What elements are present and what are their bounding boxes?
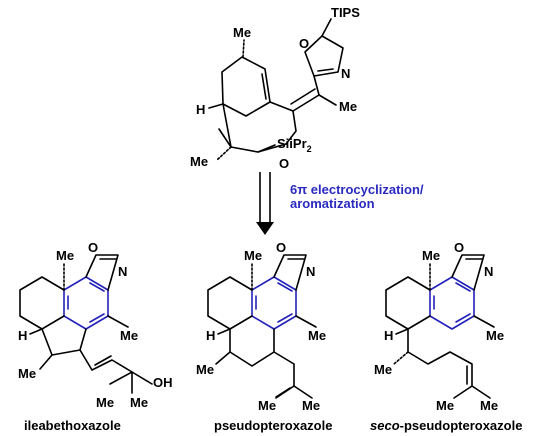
silicon-diisopropyl: SiiPr2 <box>277 136 312 154</box>
p3-name: seco-pseudopteroxazole <box>370 418 522 433</box>
pseudopteroxazole-structure <box>207 254 317 399</box>
p3-oxazole-oxygen: O <box>454 240 464 255</box>
seco-pseudopteroxazole-structure <box>385 254 495 399</box>
p1-methyl-a: Me <box>96 395 114 410</box>
p3-hydrogen: H <box>384 328 393 343</box>
p3-methyl-b: Me <box>480 398 498 413</box>
methyl-vinyl: Me <box>339 99 357 114</box>
p1-methyl-b: Me <box>130 395 148 410</box>
p3-methyl-top: Me <box>422 248 440 263</box>
starting-material-structure <box>208 18 344 161</box>
oxazole-nitrogen: N <box>341 66 350 81</box>
methyl-left: Me <box>190 154 208 169</box>
p2-hydrogen: H <box>206 328 215 343</box>
p1-methyl-left: Me <box>18 366 36 381</box>
p2-methyl-right: Me <box>308 328 326 343</box>
p2-methyl-left: Me <box>196 362 214 377</box>
methyl-top: Me <box>233 25 251 40</box>
oxazole-oxygen: O <box>299 36 309 51</box>
p2-methyl-b: Me <box>302 398 320 413</box>
p3-methyl-left: Me <box>374 362 392 377</box>
p1-hydrogen: H <box>18 328 27 343</box>
conditions-line-2: aromatization <box>290 196 375 211</box>
tips-label: TIPS <box>331 5 360 20</box>
p1-methyl-right: Me <box>120 328 138 343</box>
p1-oxazole-nitrogen: N <box>118 264 127 279</box>
conditions-line-1: 6π electrocyclization/ <box>290 182 424 197</box>
p2-methyl-top: Me <box>244 248 262 263</box>
p1-hydroxyl: OH <box>153 375 173 390</box>
p2-methyl-a: Me <box>258 398 276 413</box>
p2-oxazole-nitrogen: N <box>306 264 315 279</box>
p1-oxazole-oxygen: O <box>88 240 98 255</box>
p3-oxazole-nitrogen: N <box>484 264 493 279</box>
ring-oxygen: O <box>279 156 289 171</box>
hydrogen-label: H <box>196 102 205 117</box>
p2-oxazole-oxygen: O <box>276 240 286 255</box>
ileabethoxazole-structure <box>19 254 153 394</box>
reaction-arrow <box>256 172 274 235</box>
p1-methyl-top: Me <box>56 248 74 263</box>
p2-name: pseudopteroxazole <box>214 418 332 433</box>
p1-name: ileabethoxazole <box>24 418 121 433</box>
p3-methyl-a: Me <box>436 398 454 413</box>
p3-methyl-right: Me <box>486 328 504 343</box>
